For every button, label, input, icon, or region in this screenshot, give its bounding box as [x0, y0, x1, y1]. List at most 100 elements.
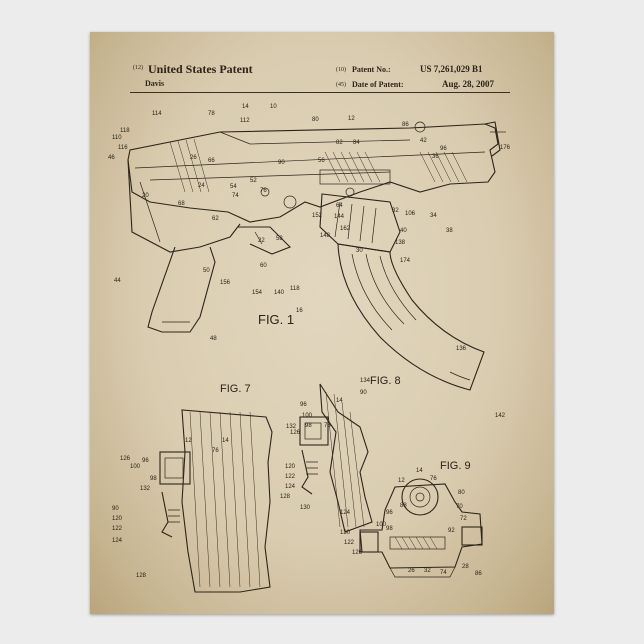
fig1-reference-number: 78	[208, 111, 215, 117]
reference-numbers: 1181141078112148012864217611011646266656…	[108, 104, 511, 579]
fig1-reference-number: 16	[296, 308, 303, 314]
fig1-rifle-drawing	[128, 122, 506, 390]
fig8-reference-number: 100	[302, 413, 313, 419]
fig1-reference-number: 68	[178, 201, 185, 207]
fig1-reference-number: 38	[446, 228, 453, 234]
fig1-reference-number: 46	[108, 155, 115, 161]
fig1-reference-number: 144	[334, 214, 345, 220]
fig1-reference-number: 110	[112, 135, 122, 141]
fig1-reference-number: 64	[336, 203, 343, 209]
fig1-reference-number: 118	[290, 286, 300, 292]
fig8-reference-number: 90	[360, 390, 367, 396]
fig7-label: FIG. 7	[220, 383, 251, 395]
fig9-label: FIG. 9	[440, 460, 471, 472]
fig9-reference-number: 122	[344, 540, 355, 546]
fig8-reference-number: 120	[285, 464, 296, 470]
fig9-reference-number: 32	[424, 568, 431, 574]
fig8-reference-number: 98	[305, 423, 312, 429]
fig1-reference-number: 66	[208, 158, 215, 164]
patent-drawings: FIG. 1 FIG. 7 FIG. 8 FIG. 9 118 114 10 78 11…	[90, 32, 554, 614]
fig9-reference-number: 130	[340, 530, 351, 536]
fig9-reference-number: 124	[340, 510, 351, 516]
fig7-reference-number: 124	[112, 538, 123, 544]
patent-poster: (12) United States Patent Davis (10) Pat…	[90, 32, 554, 614]
fig1-reference-number: 176	[500, 145, 511, 151]
fig7-reference-number: 120	[112, 516, 123, 522]
fig1-reference-number: 112	[240, 118, 250, 124]
fig1-reference-number: 52	[250, 178, 257, 184]
fig1-reference-number: 56	[318, 158, 325, 164]
fig7-reference-number: 132	[140, 486, 151, 492]
fig1-reference-number: 162	[340, 226, 351, 232]
fig9-reference-number: 14	[416, 468, 423, 474]
fig1-reference-number: 40	[400, 228, 407, 234]
fig1-reference-number: 174	[400, 258, 411, 264]
fig7-reference-number: 126	[120, 456, 131, 462]
fig7-drawing	[160, 410, 272, 592]
fig1-reference-number: 134	[360, 378, 371, 384]
fig1-reference-number: 114	[152, 111, 162, 117]
fig1-reference-number: 74	[232, 193, 239, 199]
fig1-reference-number: 50	[203, 268, 210, 274]
fig1-reference-number: 142	[495, 413, 506, 419]
fig7-reference-number: 128	[136, 573, 147, 579]
fig8-reference-number: 124	[285, 484, 296, 490]
fig7-reference-number: 100	[130, 464, 141, 470]
fig1-reference-number: 14	[242, 104, 249, 110]
fig1-reference-number: 152	[312, 213, 323, 219]
fig1-reference-number: 48	[210, 336, 217, 342]
fig1-label: FIG. 1	[258, 312, 294, 327]
fig8-label: FIG. 8	[370, 375, 401, 387]
fig1-reference-number: 80	[312, 117, 319, 123]
fig1-reference-number: 34	[430, 213, 437, 219]
fig8-reference-number: 76	[324, 423, 331, 429]
fig1-reference-number: 10	[270, 104, 277, 110]
fig9-reference-number: 76	[430, 476, 437, 482]
fig8-reference-number: 14	[336, 398, 343, 404]
fig8-drawing	[300, 384, 372, 532]
fig1-reference-number: 62	[212, 216, 219, 222]
fig1-reference-number: 32	[392, 208, 399, 214]
section-hatching	[170, 139, 467, 192]
fig1-reference-number: 148	[320, 233, 331, 239]
fig7-reference-number: 96	[142, 458, 149, 464]
fig1-reference-number: 96	[440, 146, 447, 152]
fig9-reference-number: 70	[456, 504, 463, 510]
fig8-reference-number: 130	[300, 505, 311, 511]
fig1-reference-number: 90	[278, 160, 285, 166]
fig1-reference-number: 30	[356, 248, 363, 254]
fig9-reference-number: 126	[352, 550, 363, 556]
fig7-reference-number: 12	[185, 438, 192, 444]
fig9-reference-number: 88	[400, 503, 407, 509]
fig1-reference-number: 58	[276, 236, 283, 242]
fig1-reference-number: 136	[456, 346, 467, 352]
fig1-reference-number: 154	[252, 290, 263, 296]
fig1-reference-number: 12	[348, 116, 355, 122]
fig7-reference-number: 90	[112, 506, 119, 512]
fig1-reference-number: 36	[432, 154, 439, 160]
fig1-reference-number: 140	[274, 290, 285, 296]
fig1-reference-number: 60	[260, 263, 267, 269]
fig1-reference-number: 44	[114, 278, 121, 284]
fig7-reference-number: 76	[212, 448, 219, 454]
fig9-reference-number: 72	[460, 516, 467, 522]
fig1-reference-number: 84	[353, 140, 360, 146]
fig1-reference-number: 26	[190, 155, 197, 161]
fig9-reference-number: 74	[440, 570, 447, 576]
fig1-reference-number: 118	[120, 128, 130, 134]
fig1-reference-number: 116	[118, 145, 128, 151]
fig9-reference-number: 96	[386, 510, 393, 516]
fig9-reference-number: 26	[408, 568, 415, 574]
fig9-reference-number: 80	[458, 490, 465, 496]
fig1-reference-number: 82	[336, 140, 343, 146]
fig8-reference-number: 126	[290, 430, 301, 436]
fig7-reference-number: 14	[222, 438, 229, 444]
fig8-reference-number: 122	[285, 474, 296, 480]
fig9-reference-number: 92	[448, 528, 455, 534]
fig7-reference-number: 98	[150, 476, 157, 482]
fig1-reference-number: 24	[198, 183, 205, 189]
fig8-reference-number: 96	[300, 402, 307, 408]
fig1-reference-number: 76	[260, 188, 267, 194]
fig1-reference-number: 42	[420, 138, 427, 144]
fig7-reference-number: 122	[112, 526, 123, 532]
